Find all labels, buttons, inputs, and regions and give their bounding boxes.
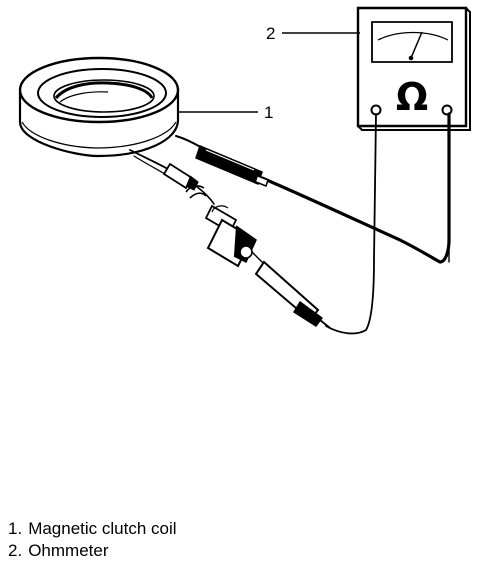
meter-needle (410, 31, 423, 59)
ohm-symbol: Ω (396, 75, 428, 119)
red-test-lead (325, 113, 377, 335)
legend-item-magnetic-clutch-coil: 1. Magnetic clutch coil (8, 518, 177, 540)
pin-probe (251, 251, 331, 329)
meter-terminal-right (441, 104, 453, 116)
callout-1-label: 1 (264, 103, 273, 122)
magnetic-clutch-coil (18, 56, 180, 158)
wire-break-mark (185, 185, 207, 199)
legend-label: Magnetic clutch coil (28, 519, 177, 538)
callout-2-label: 2 (266, 24, 275, 43)
callout-leader-lines (178, 32, 360, 113)
harness-connector (204, 204, 257, 268)
clutch-coil-resistance-diagram: Ω (18, 6, 471, 335)
figure-legend: 1. Magnetic clutch coil 2. Ohmmeter (8, 518, 177, 562)
legend-label: Ohmmeter (28, 541, 109, 560)
legend-number: 2. (8, 541, 23, 560)
ohmmeter (356, 6, 471, 131)
legend-number: 1. (8, 519, 23, 538)
sleeve-probe (195, 144, 269, 187)
legend-item-ohmmeter: 2. Ohmmeter (8, 540, 177, 562)
